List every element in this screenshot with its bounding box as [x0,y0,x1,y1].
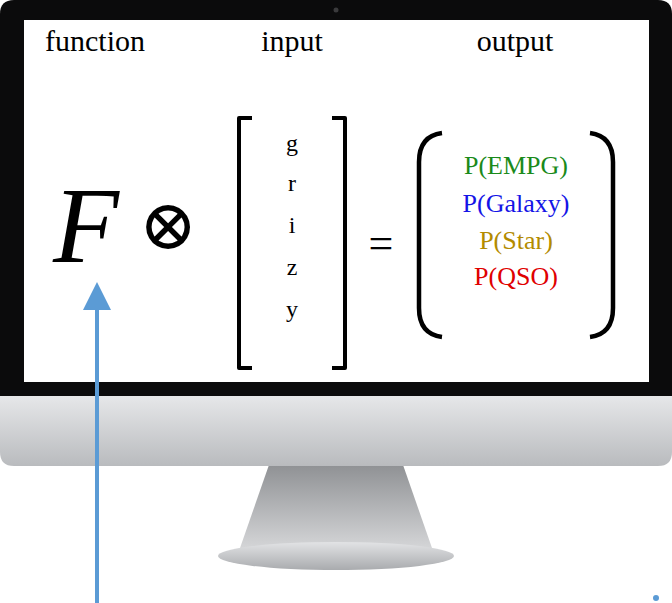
blue-dot [653,595,659,601]
pointer-arrow-head [83,282,111,310]
output-paren-right [590,133,613,337]
output-probability: P(Galaxy) [463,191,570,217]
column-heading: output [477,26,554,56]
monitor-screen [24,20,649,382]
output-probability: P(EMPG) [464,153,568,179]
monitor-bezel [0,0,672,400]
band-name: i [289,213,296,237]
operator-symbol: ⊗ [139,191,198,261]
band-name: r [288,171,296,195]
output-probability: P(Star) [479,228,553,254]
monitor-chin [0,396,672,466]
column-heading: input [261,26,323,56]
monitor-stand [240,462,432,548]
output-paren-left [419,133,442,337]
function-symbol: F [53,172,119,280]
band-name: y [286,297,298,321]
column-heading: function [45,26,145,56]
band-name: g [286,131,298,155]
equals-sign: = [369,222,394,266]
input-bracket-right [332,118,345,368]
input-bracket-left [239,118,252,368]
monitor-base [218,542,454,570]
output-probability: P(QSO) [474,264,558,290]
band-name: z [287,255,298,279]
pointer-arrow-shaft [95,308,99,603]
camera-dot [334,8,339,13]
